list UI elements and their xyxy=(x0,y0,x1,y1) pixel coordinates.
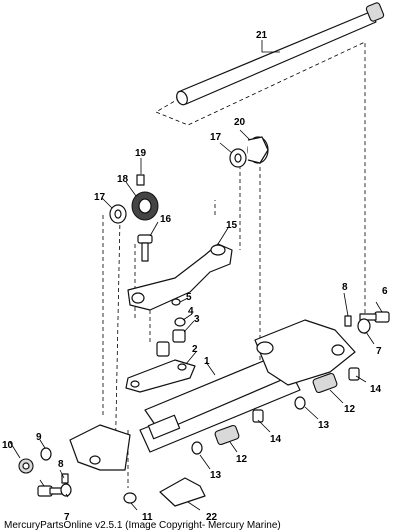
callout-1: 1 xyxy=(204,356,210,367)
part-11-nut xyxy=(123,492,137,504)
callout-20: 20 xyxy=(234,117,246,128)
part-14-plug-lower xyxy=(252,409,264,423)
part-2-link-plate xyxy=(125,359,196,393)
callout-8-left: 8 xyxy=(58,459,64,470)
leader-lines xyxy=(9,40,383,511)
callout-19: 19 xyxy=(135,148,147,159)
callout-18: 18 xyxy=(117,174,129,185)
part-15-tiller-arm xyxy=(127,243,233,311)
part-9-washer xyxy=(40,447,52,461)
part-8-pin-left xyxy=(61,473,69,484)
callout-10: 10 xyxy=(2,440,14,451)
part-17-washer-left xyxy=(109,204,127,224)
part-13-o-ring-lower xyxy=(191,441,203,455)
callout-12-lower: 12 xyxy=(236,454,248,465)
part-7-clip-left xyxy=(60,483,72,497)
part-18-ball-joint xyxy=(131,191,159,221)
part-3-bushing xyxy=(172,329,186,343)
part-3-sleeve-left xyxy=(156,341,170,357)
callout-7-left: 7 xyxy=(64,512,70,523)
callout-21: 21 xyxy=(256,30,268,41)
part-22-boot xyxy=(159,477,206,507)
callout-labels: 1 2 3 4 5 6 7 7 8 8 9 10 11 12 12 13 13 … xyxy=(2,30,388,523)
callout-6-right: 6 xyxy=(382,286,388,297)
callout-14-right: 14 xyxy=(370,384,382,395)
callout-13-lower: 13 xyxy=(210,470,222,481)
callout-7-right: 7 xyxy=(376,346,382,357)
part-12-fitting-lower xyxy=(214,424,240,446)
part-8-pin-right xyxy=(344,315,352,327)
callout-4: 4 xyxy=(188,306,194,317)
part-13-o-ring-right xyxy=(294,396,306,410)
part-21-steering-rod xyxy=(176,2,385,106)
part-7-clip-right xyxy=(357,318,371,334)
part-16-bolt xyxy=(137,234,153,262)
callout-17-left: 17 xyxy=(94,192,106,203)
callout-12-right: 12 xyxy=(344,404,356,415)
callout-14-lower: 14 xyxy=(270,434,282,445)
callout-22: 22 xyxy=(206,512,218,523)
callout-17-upper: 17 xyxy=(210,132,222,143)
callout-11: 11 xyxy=(142,512,153,523)
callout-16: 16 xyxy=(160,214,172,225)
callout-15: 15 xyxy=(226,220,238,231)
part-6-bolt-left xyxy=(37,485,65,497)
part-19-set-screw xyxy=(136,174,145,186)
part-10-nut xyxy=(18,458,34,474)
part-1-cylinder xyxy=(69,319,356,471)
callout-8-right: 8 xyxy=(342,282,348,293)
part-20-bushing xyxy=(247,136,269,164)
callout-3: 3 xyxy=(194,314,200,325)
callout-9: 9 xyxy=(36,432,42,443)
part-14-plug-right xyxy=(348,367,360,381)
part-4-washer xyxy=(174,317,186,327)
callout-2: 2 xyxy=(192,344,198,355)
part-12-fitting-right xyxy=(312,372,338,394)
callout-5: 5 xyxy=(186,292,192,303)
part-5-screw xyxy=(171,298,181,306)
copyright-caption: MercuryPartsOnline v2.5.1 (Image Copyrig… xyxy=(4,520,281,531)
part-17-washer-upper xyxy=(229,148,247,168)
callout-13-right: 13 xyxy=(318,420,330,431)
